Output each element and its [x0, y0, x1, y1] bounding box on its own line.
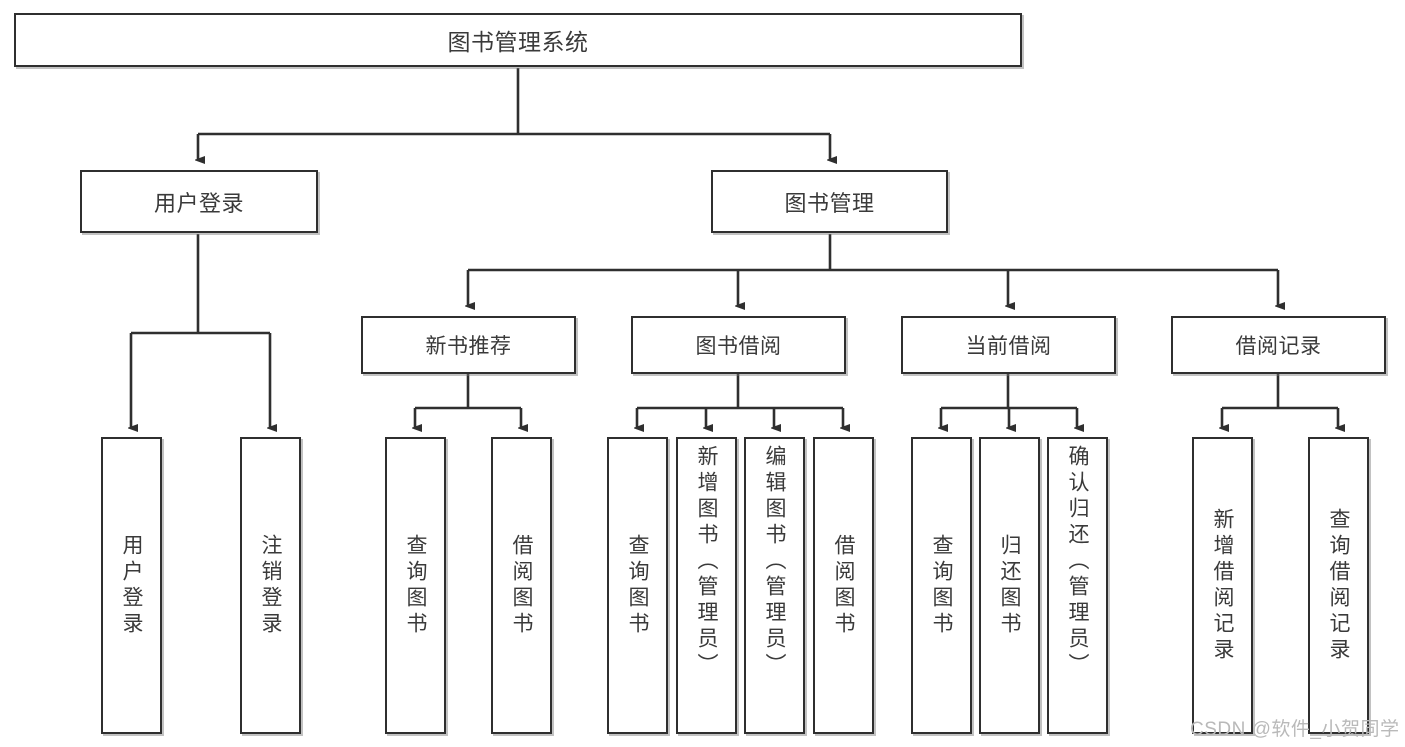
leaf-borrow-edit-book-label: 编辑图书（管理员） — [763, 445, 787, 679]
leaf-record-add-record-inner: 新增借阅记录 — [1194, 439, 1251, 732]
leaf-current-confirm-return-inner: 确认归还（管理员） — [1049, 439, 1106, 738]
node-root-label: 图书管理系统 — [447, 29, 589, 55]
leaf-record-add-record-label: 新增借阅记录 — [1211, 507, 1235, 664]
leaf-borrow-add-book-inner: 新增图书（管理员） — [678, 439, 735, 738]
leaf-borrow-add-book[interactable]: 新增图书（管理员） — [676, 437, 737, 734]
leaf-current-return-book-label: 归还图书 — [998, 533, 1022, 638]
leaf-current-query-book-label: 查询图书 — [930, 533, 954, 638]
leaf-new-book-borrow-book-inner: 借阅图书 — [493, 439, 550, 732]
node-book-borrow-label: 图书借阅 — [695, 335, 782, 358]
leaf-logout[interactable]: 注销登录 — [240, 437, 301, 734]
leaf-new-book-query-book[interactable]: 查询图书 — [385, 437, 446, 734]
node-borrow-record-label: 借阅记录 — [1235, 335, 1322, 358]
leaf-borrow-borrow-book[interactable]: 借阅图书 — [813, 437, 874, 734]
leaf-user-login[interactable]: 用户登录 — [101, 437, 162, 734]
node-user-login-label: 用户登录 — [153, 190, 244, 216]
leaf-current-query-book-inner: 查询图书 — [913, 439, 970, 732]
leaf-borrow-query-book-label: 查询图书 — [626, 533, 650, 638]
node-new-book-recommend-label: 新书推荐 — [425, 335, 512, 358]
leaf-current-query-book[interactable]: 查询图书 — [911, 437, 972, 734]
leaf-borrow-query-book-inner: 查询图书 — [609, 439, 666, 732]
node-book-manage-label: 图书管理 — [784, 190, 875, 216]
leaf-borrow-add-book-label: 新增图书（管理员） — [695, 445, 719, 679]
leaf-new-book-borrow-book-label: 借阅图书 — [510, 533, 534, 638]
leaf-borrow-borrow-book-label: 借阅图书 — [832, 533, 856, 638]
node-borrow-record[interactable]: 借阅记录 — [1171, 316, 1386, 374]
leaf-logout-inner: 注销登录 — [242, 439, 299, 732]
leaf-borrow-edit-book-inner: 编辑图书（管理员） — [746, 439, 803, 738]
leaf-current-confirm-return-label: 确认归还（管理员） — [1066, 445, 1090, 679]
leaf-logout-label: 注销登录 — [259, 533, 283, 638]
leaf-record-query-record-inner: 查询借阅记录 — [1310, 439, 1367, 732]
node-root-system[interactable]: 图书管理系统 — [14, 13, 1022, 67]
leaf-record-query-record[interactable]: 查询借阅记录 — [1308, 437, 1369, 734]
node-user-login[interactable]: 用户登录 — [80, 170, 318, 233]
leaf-current-return-book-inner: 归还图书 — [981, 439, 1038, 732]
leaf-new-book-borrow-book[interactable]: 借阅图书 — [491, 437, 552, 734]
node-current-borrow-label: 当前借阅 — [965, 335, 1052, 358]
leaf-current-return-book[interactable]: 归还图书 — [979, 437, 1040, 734]
leaf-new-book-query-book-inner: 查询图书 — [387, 439, 444, 732]
leaf-borrow-borrow-book-inner: 借阅图书 — [815, 439, 872, 732]
leaf-user-login-label: 用户登录 — [120, 533, 144, 638]
node-book-borrow[interactable]: 图书借阅 — [631, 316, 846, 374]
node-current-borrow[interactable]: 当前借阅 — [901, 316, 1116, 374]
leaf-record-query-record-label: 查询借阅记录 — [1327, 507, 1351, 664]
leaf-current-confirm-return[interactable]: 确认归还（管理员） — [1047, 437, 1108, 734]
leaf-borrow-edit-book[interactable]: 编辑图书（管理员） — [744, 437, 805, 734]
leaf-borrow-query-book[interactable]: 查询图书 — [607, 437, 668, 734]
leaf-new-book-query-book-label: 查询图书 — [404, 533, 428, 638]
node-new-book-recommend[interactable]: 新书推荐 — [361, 316, 576, 374]
node-book-manage[interactable]: 图书管理 — [711, 170, 948, 233]
leaf-record-add-record[interactable]: 新增借阅记录 — [1192, 437, 1253, 734]
leaf-user-login-inner: 用户登录 — [103, 439, 160, 732]
